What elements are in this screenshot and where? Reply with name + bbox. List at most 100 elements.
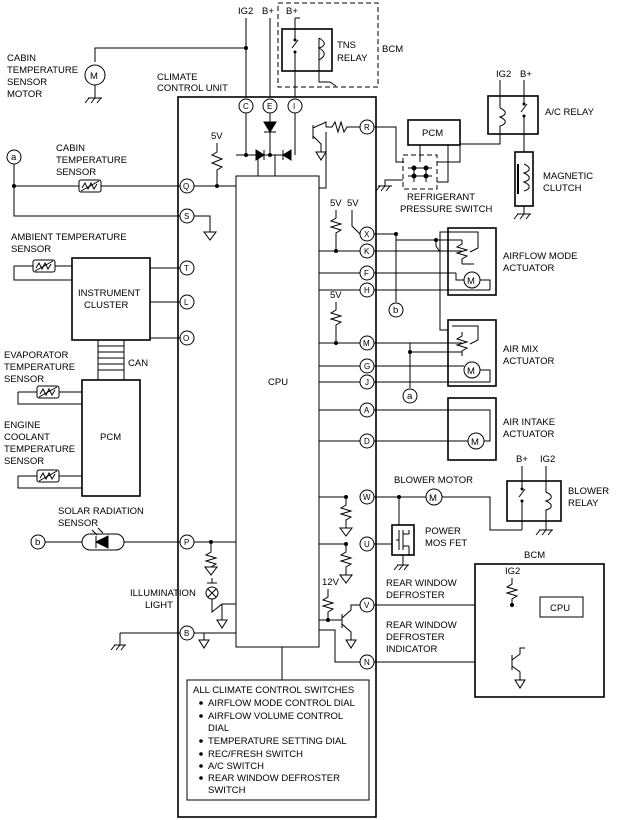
air-mix-actuator-label: AIR MIX ACTUATOR — [503, 344, 555, 367]
svg-text:M: M — [467, 366, 475, 377]
svg-text:K: K — [364, 247, 370, 256]
left-pins: Q S T L O P B — [179, 178, 195, 641]
solar-sensor-icon — [81, 533, 125, 551]
climate-switches-box — [186, 679, 370, 801]
svg-text:G: G — [364, 362, 370, 371]
switch-item-cont: DIAL — [208, 723, 229, 734]
svg-text:F: F — [364, 269, 369, 278]
svg-text:ACTUATOR: ACTUATOR — [503, 429, 555, 440]
blower-relay-box — [506, 480, 562, 522]
bcm-bottom-box — [474, 563, 605, 698]
svg-text:C: C — [243, 102, 249, 111]
svg-text:SENSOR: SENSOR — [4, 456, 44, 467]
air-intake-actuator-label: AIR INTAKE ACTUATOR — [503, 417, 555, 440]
ambient-temp-sensor-label: AMBIENT TEMPERATURE SENSOR — [11, 232, 127, 255]
ac-relay-box — [487, 95, 539, 135]
svg-text:H: H — [364, 286, 370, 295]
svg-text:ILLUMINATION: ILLUMINATION — [130, 588, 196, 599]
svg-text:W: W — [363, 493, 371, 502]
airflow-mode-actuator-box — [447, 227, 497, 296]
svg-text:CABIN: CABIN — [7, 53, 36, 64]
svg-text:ENGINE: ENGINE — [4, 420, 40, 431]
svg-text:SENSOR: SENSOR — [11, 244, 51, 255]
engine-coolant-temp-sensor-icon — [36, 469, 60, 483]
svg-text:COOLANT: COOLANT — [4, 432, 50, 443]
svg-text:PRESSURE SWITCH: PRESSURE SWITCH — [400, 204, 493, 215]
svg-text:U: U — [364, 540, 370, 549]
svg-text:LIGHT: LIGHT — [145, 600, 173, 611]
switch-item: A/C SWITCH — [208, 761, 264, 772]
svg-text:T: T — [184, 264, 189, 273]
svg-text:J: J — [365, 378, 369, 387]
five-v-label-1: 5V — [211, 131, 223, 142]
svg-text:ACTUATOR: ACTUATOR — [503, 356, 555, 367]
svg-text:b: b — [35, 537, 40, 548]
switch-item: AIRFLOW MODE CONTROL DIAL — [208, 698, 355, 709]
svg-text:TNS: TNS — [337, 40, 356, 51]
svg-text:TEMPERATURE: TEMPERATURE — [7, 65, 78, 76]
svg-text:CLUTCH: CLUTCH — [543, 183, 582, 194]
svg-text:CLIMATE: CLIMATE — [157, 72, 197, 83]
instrument-cluster-label: INSTRUMENT CLUSTER — [78, 288, 140, 311]
svg-text:INDICATOR: INDICATOR — [386, 644, 438, 655]
svg-text:SOLAR RADIATION: SOLAR RADIATION — [58, 506, 144, 517]
bcm-bottom-label: BCM — [524, 550, 545, 561]
switch-list: AIRFLOW MODE CONTROL DIAL AIRFLOW VOLUME… — [199, 698, 355, 796]
svg-text:TEMPERATURE: TEMPERATURE — [56, 155, 127, 166]
ambient-temp-sensor-icon — [32, 259, 56, 273]
ig2-bcm-label: IG2 — [505, 566, 520, 577]
five-v-label-2: 5V — [330, 198, 342, 209]
climate-control-unit-label: CLIMATE CONTROL UNIT — [157, 72, 228, 94]
svg-text:REFRIGERANT: REFRIGERANT — [407, 192, 475, 203]
connector-a-right — [402, 388, 418, 404]
svg-text:MAGNETIC: MAGNETIC — [543, 171, 593, 182]
pcm-top-box — [407, 119, 461, 146]
refrigerant-switch-label: REFRIGERANT PRESSURE SWITCH — [400, 192, 493, 215]
connector-b-right — [388, 302, 404, 318]
ig2-top-label: IG2 — [238, 6, 253, 17]
svg-text:O: O — [183, 334, 189, 343]
svg-text:V: V — [364, 601, 370, 610]
svg-text:B: B — [184, 629, 189, 638]
cabin-temp-sensor-label: CABIN TEMPERATURE SENSOR — [56, 143, 127, 178]
ig2-blower-label: IG2 — [540, 454, 555, 465]
svg-text:POWER: POWER — [425, 526, 461, 537]
air-intake-actuator-box — [447, 397, 497, 461]
can-label: CAN — [128, 358, 148, 369]
svg-text:DEFROSTER: DEFROSTER — [386, 632, 445, 643]
svg-text:REAR WINDOW: REAR WINDOW — [386, 578, 457, 589]
svg-text:SENSOR: SENSOR — [4, 374, 44, 385]
svg-text:ACTUATOR: ACTUATOR — [503, 263, 555, 274]
illumination-light-label: ILLUMINATION LIGHT — [130, 588, 196, 611]
evaporator-temp-sensor-icon — [36, 385, 60, 399]
cpu-label: CPU — [268, 377, 288, 388]
ac-relay-label: A/C RELAY — [545, 107, 595, 118]
svg-text:MOTOR: MOTOR — [7, 89, 42, 100]
svg-text:SENSOR: SENSOR — [7, 77, 47, 88]
svg-text:TEMPERATURE: TEMPERATURE — [4, 444, 75, 455]
svg-text:RELAY: RELAY — [337, 53, 368, 64]
svg-text:Q: Q — [183, 182, 189, 191]
svg-text:P: P — [184, 538, 189, 547]
rear-window-defroster-indicator-label: REAR WINDOW DEFROSTER INDICATOR — [386, 620, 457, 655]
tns-relay-label: TNS RELAY — [337, 40, 368, 64]
top-pins: C E I — [238, 98, 303, 114]
svg-text:INSTRUMENT: INSTRUMENT — [78, 288, 140, 299]
svg-text:a: a — [407, 391, 413, 402]
switch-item: REC/FRESH SWITCH — [208, 749, 303, 760]
svg-text:I: I — [293, 102, 295, 111]
power-mos-fet-label: POWER MOS FET — [425, 526, 467, 549]
cpu-block — [235, 175, 320, 648]
svg-text:M: M — [429, 493, 437, 504]
evaporator-temp-sensor-label: EVAPORATOR TEMPERATURE SENSOR — [4, 350, 75, 385]
svg-text:E: E — [267, 102, 272, 111]
svg-text:CABIN: CABIN — [56, 143, 85, 154]
svg-text:b: b — [393, 305, 398, 316]
svg-text:CONTROL UNIT: CONTROL UNIT — [157, 83, 228, 94]
svg-text:DEFROSTER: DEFROSTER — [386, 590, 445, 601]
rear-window-defroster-label: REAR WINDOW DEFROSTER — [386, 578, 457, 601]
svg-text:REAR WINDOW: REAR WINDOW — [386, 620, 457, 631]
bcm-top-dashed-box — [277, 2, 379, 88]
airflow-mode-actuator-label: AIRFLOW MODE ACTUATOR — [503, 251, 577, 274]
